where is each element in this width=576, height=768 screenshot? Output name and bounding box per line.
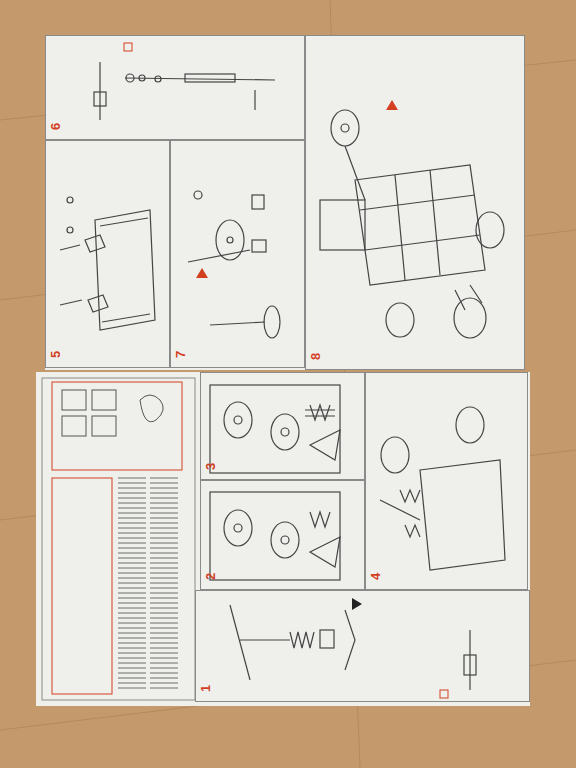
step-panel: 8: [305, 35, 525, 370]
step-panel: 1: [195, 590, 530, 702]
step-number: 3: [204, 463, 217, 470]
step-panel: 2: [200, 480, 365, 590]
step-number: 8: [309, 353, 322, 360]
step-panel: 3: [200, 372, 365, 480]
step-number: 7: [174, 351, 187, 358]
step-panel: 5: [45, 140, 170, 368]
step-number: 4: [369, 573, 382, 580]
step-panel: 7: [170, 140, 305, 368]
step-number: 5: [49, 351, 62, 358]
step-panel: 4: [365, 372, 528, 590]
step-panel: 6: [45, 35, 305, 140]
step-number: 6: [49, 123, 62, 130]
step-number: 2: [204, 573, 217, 580]
step-number: 1: [199, 685, 212, 692]
